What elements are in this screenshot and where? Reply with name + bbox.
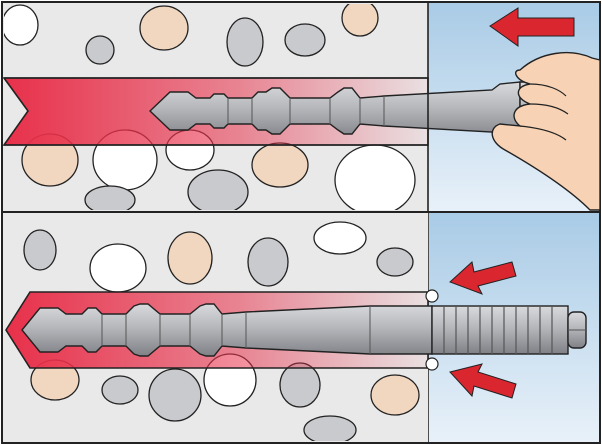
seal-bump <box>425 357 439 371</box>
probe-bottom <box>21 289 587 371</box>
stone <box>313 221 367 255</box>
aggregate-stones-top <box>4 4 416 210</box>
stone <box>167 231 213 285</box>
stone <box>84 185 136 210</box>
stone <box>284 23 326 57</box>
left-arrow-icon <box>489 7 575 47</box>
inward-arrow-icon <box>449 363 517 399</box>
stone <box>247 237 289 287</box>
stone <box>148 368 202 422</box>
stone <box>4 4 39 46</box>
aggregate-stones-bottom <box>23 221 420 441</box>
stone <box>89 243 147 293</box>
hand-icon <box>491 52 601 211</box>
stone <box>139 5 189 51</box>
stone <box>341 4 379 37</box>
stone <box>303 415 357 441</box>
stone <box>101 375 139 405</box>
stone <box>279 362 321 408</box>
stone <box>226 17 264 67</box>
stone <box>370 374 420 416</box>
seal-bump <box>425 289 439 303</box>
stone <box>376 247 414 277</box>
stone <box>334 144 416 210</box>
stone <box>85 35 115 65</box>
stone <box>251 142 309 188</box>
panel-top <box>2 3 601 211</box>
inward-arrow-icon <box>449 261 517 295</box>
stone <box>23 229 57 271</box>
threaded-nozzle <box>431 305 587 355</box>
panel-bottom <box>3 213 599 442</box>
stone <box>187 169 249 210</box>
